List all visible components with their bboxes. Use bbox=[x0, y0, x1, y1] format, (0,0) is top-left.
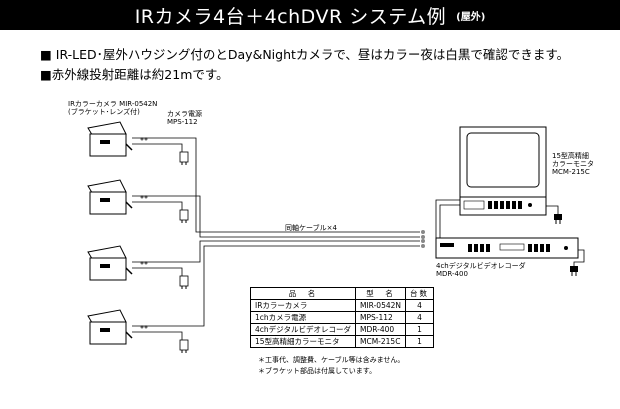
page-title: IRカメラ4台＋4chDVR システム例 bbox=[134, 5, 447, 28]
coaxial-cables bbox=[132, 137, 420, 327]
camera-body bbox=[89, 257, 127, 281]
camera-body bbox=[89, 133, 127, 157]
table-row: 1chカメラ電源 MPS-112 4 bbox=[250, 311, 434, 324]
dvr-power-plug bbox=[570, 249, 585, 276]
dvr-recorder bbox=[435, 237, 579, 259]
power-adapter-2 bbox=[179, 209, 189, 223]
power-adapter-1 bbox=[179, 151, 189, 165]
cable-end-connectors bbox=[421, 230, 425, 248]
power-adapter-3 bbox=[179, 275, 189, 289]
table-cell: MIR-0542N bbox=[355, 299, 406, 312]
monitor-label: 15型高精細 カラーモニタ MCM-215C bbox=[552, 152, 594, 176]
table-row: IRカラーカメラ MIR-0542N 4 bbox=[250, 299, 434, 312]
title-bar: IRカメラ4台＋4chDVR システム例 (屋外) bbox=[0, 0, 620, 30]
power-supply-label: カメラ電源 MPS-112 bbox=[167, 110, 202, 126]
camera-bracket bbox=[125, 143, 133, 151]
table-cell: MDR-400 bbox=[355, 323, 406, 336]
table-cell: 1chカメラ電源 bbox=[250, 311, 356, 324]
table-cell: 4 bbox=[405, 311, 434, 324]
table-header-cell: 型 名 bbox=[355, 287, 406, 300]
monitor-power-plug bbox=[546, 205, 562, 224]
camera-lens bbox=[100, 264, 110, 268]
table-cell: 15型高精細カラーモニタ bbox=[250, 335, 356, 348]
camera-label: IRカラーカメラ MIR-0542N (ブラケット･レンズ付) bbox=[68, 100, 158, 116]
table-header-row: 品 名 型 名 台数 bbox=[250, 287, 434, 300]
connector-dots bbox=[140, 137, 148, 329]
description-line-1: ■ IR-LED･屋外ハウジング付のとDay&Nightカメラで、昼はカラー夜は… bbox=[40, 47, 570, 62]
cable-label: 同軸ケーブル×4 bbox=[285, 224, 337, 232]
camera-body bbox=[89, 321, 127, 345]
page-subtitle: (屋外) bbox=[456, 11, 486, 23]
camera-lens bbox=[100, 328, 110, 332]
camera-2 bbox=[87, 179, 133, 215]
dvr-label: 4chデジタルビデオレコーダ MDR-400 bbox=[436, 262, 526, 278]
table-cell: MPS-112 bbox=[355, 311, 406, 324]
table-row: 4chデジタルビデオレコーダ MDR-400 1 bbox=[250, 323, 434, 336]
camera-lens bbox=[100, 140, 110, 144]
table-cell: 4chデジタルビデオレコーダ bbox=[250, 323, 356, 336]
monitor-screen bbox=[466, 132, 540, 188]
camera-body bbox=[89, 191, 127, 215]
monitor bbox=[459, 126, 547, 216]
camera-3 bbox=[87, 245, 133, 281]
table-header-cell: 台数 bbox=[405, 287, 434, 300]
power-adapter-4 bbox=[179, 339, 189, 353]
camera-1 bbox=[87, 121, 133, 157]
note-2: ＊ブラケット部品は付属しています。 bbox=[258, 367, 377, 375]
table-cell: 1 bbox=[405, 323, 434, 336]
table-header-cell: 品 名 bbox=[250, 287, 356, 300]
camera-bracket bbox=[125, 201, 133, 209]
camera-lens bbox=[100, 198, 110, 202]
camera-4 bbox=[87, 309, 133, 345]
note-1: ＊工事代、調整費、ケーブル等は含みません。 bbox=[258, 356, 405, 364]
camera-bracket bbox=[125, 331, 133, 339]
table-cell: 4 bbox=[405, 299, 434, 312]
table-cell: 1 bbox=[405, 335, 434, 348]
table-row: 15型高精細カラーモニタ MCM-215C 1 bbox=[250, 335, 434, 348]
equipment-table: 品 名 型 名 台数 IRカラーカメラ MIR-0542N 4 1chカメラ電源… bbox=[250, 287, 434, 348]
monitor-video-wiring bbox=[435, 199, 460, 238]
camera-bracket bbox=[125, 267, 133, 275]
camera-power-wiring bbox=[132, 143, 183, 340]
table-cell: IRカラーカメラ bbox=[250, 299, 356, 312]
table-cell: MCM-215C bbox=[355, 335, 406, 348]
description-line-2: ■赤外線投射距離は約21mです。 bbox=[40, 67, 229, 82]
